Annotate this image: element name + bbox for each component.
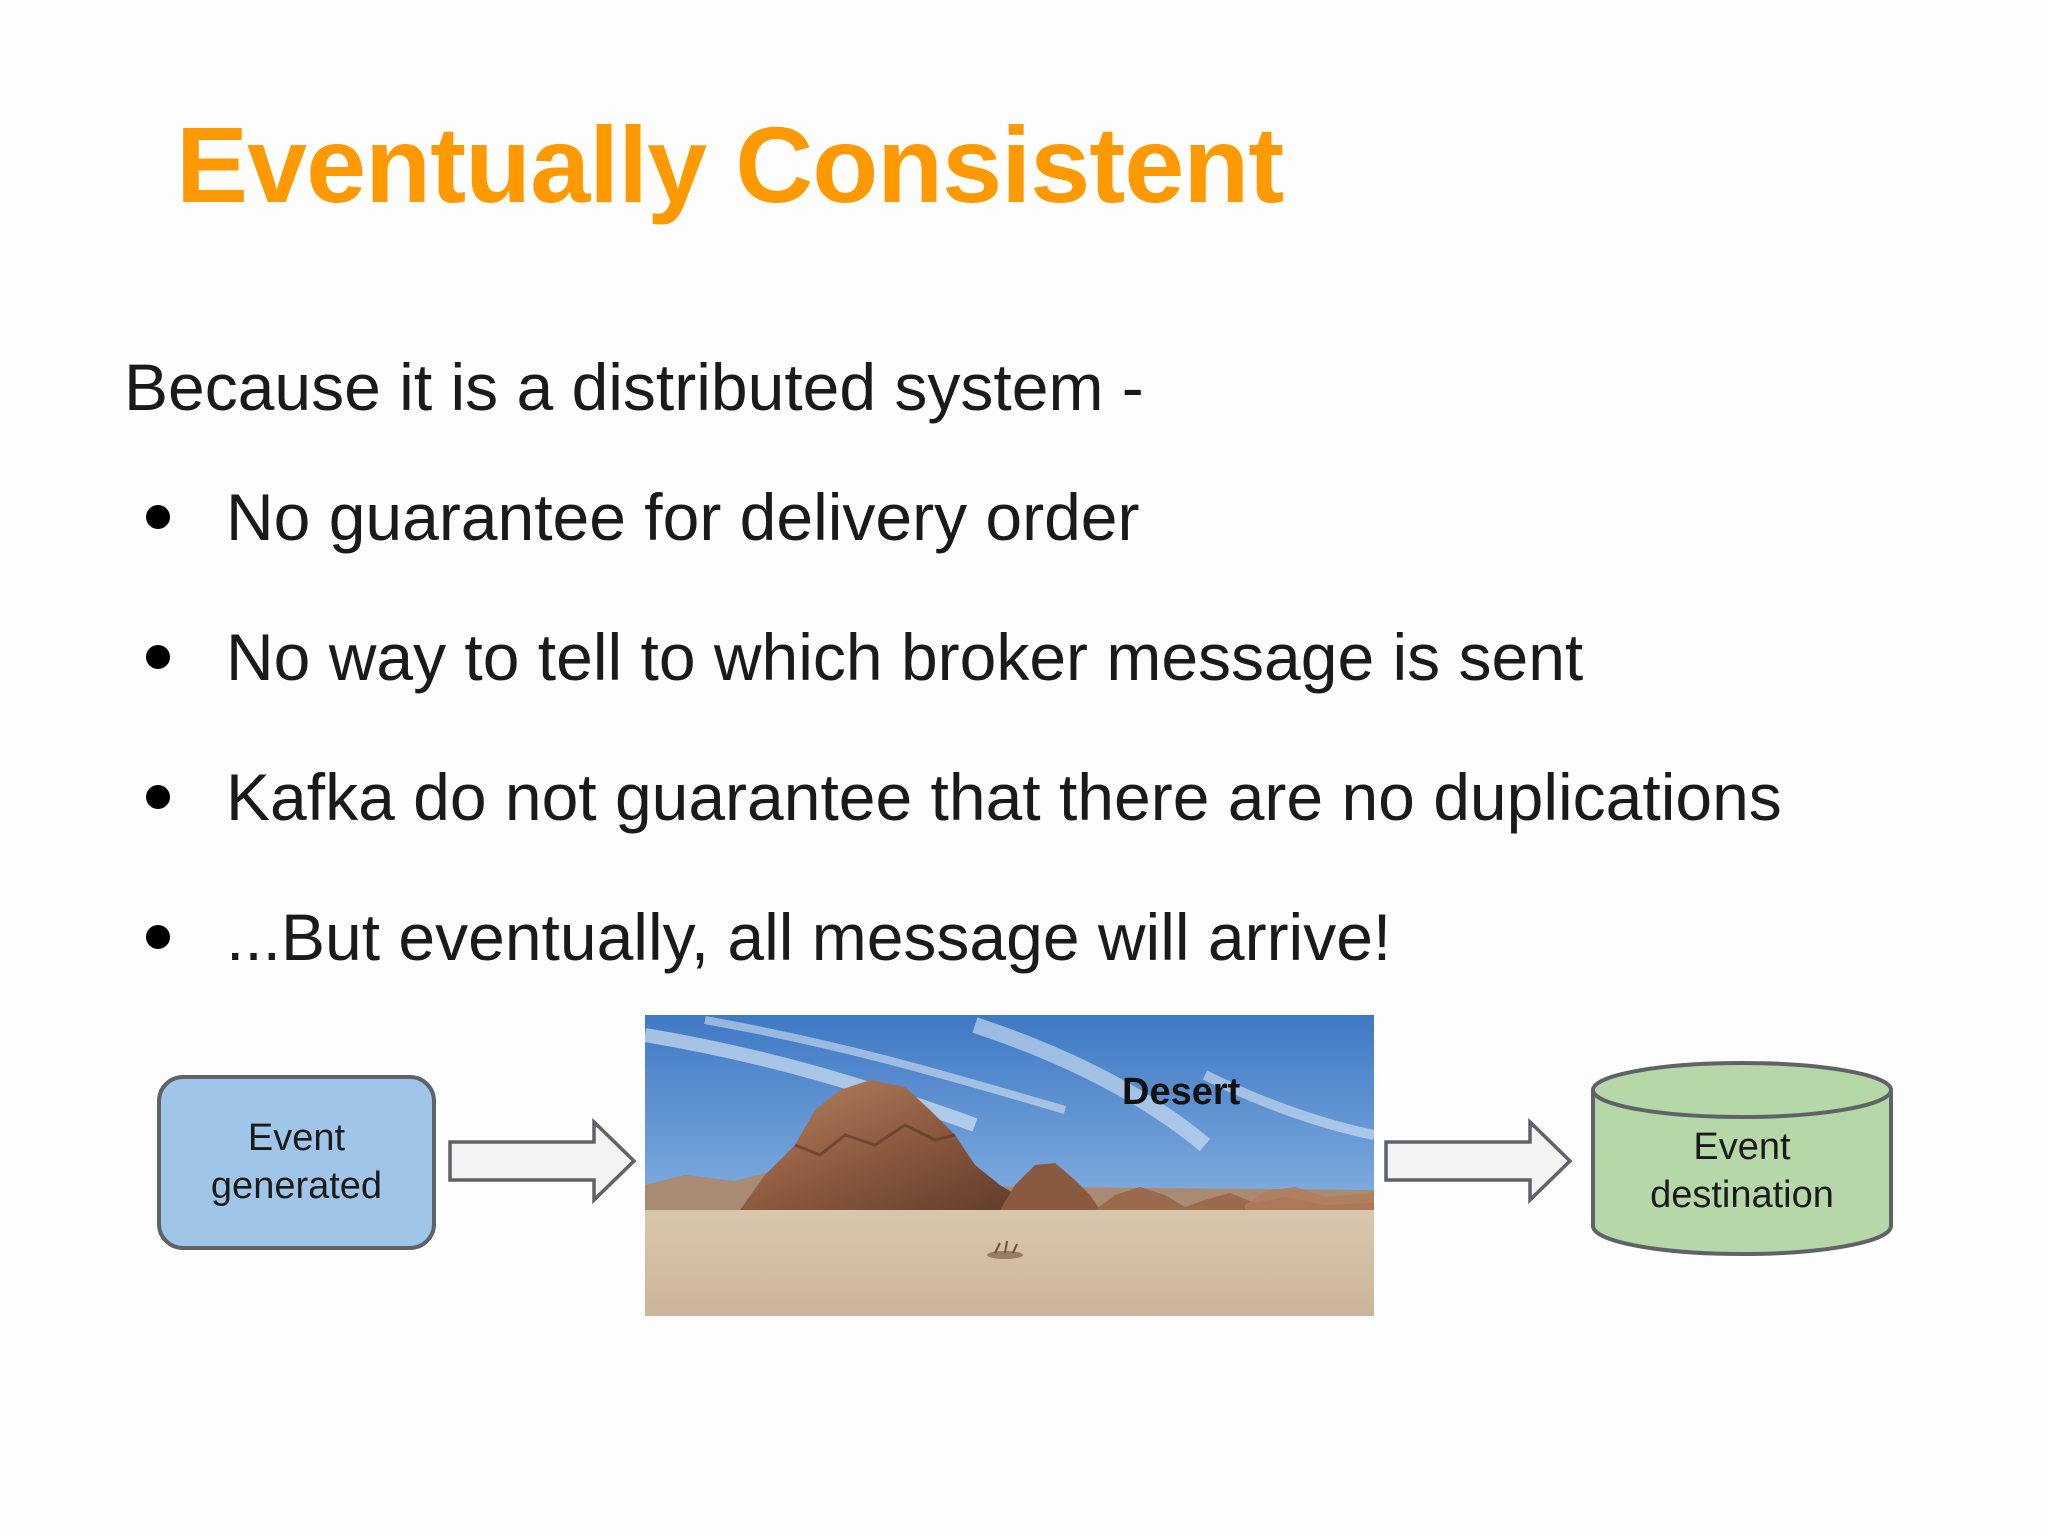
arrow-right-icon bbox=[448, 1118, 637, 1204]
desert-label: Desert bbox=[1122, 1071, 1241, 1113]
desert-illustration bbox=[645, 1015, 1374, 1316]
arrow-right-icon bbox=[1384, 1118, 1573, 1204]
event-generated-box: Event generated bbox=[157, 1075, 436, 1250]
bullet-text: Kafka do not guarantee that there are no… bbox=[226, 760, 1782, 834]
intro-text: Because it is a distributed system - bbox=[124, 350, 1144, 424]
event-destination-cylinder: Event destination bbox=[1590, 1060, 1894, 1256]
bullet-dot-icon bbox=[146, 505, 170, 529]
database-cylinder-icon bbox=[1591, 1061, 1893, 1256]
bullet-dot-icon bbox=[146, 645, 170, 669]
desert-photo: Desert bbox=[645, 1015, 1374, 1316]
bullet-text: No guarantee for delivery order bbox=[226, 480, 1140, 554]
bullet-dot-icon bbox=[146, 925, 170, 949]
bullet-dot-icon bbox=[146, 785, 170, 809]
slide-title: Eventually Consistent bbox=[176, 104, 1284, 225]
event-generated-label-line1: Event bbox=[247, 1117, 346, 1159]
event-generated-label-line2: generated bbox=[210, 1164, 383, 1207]
bullet-text: ...But eventually, all message will arri… bbox=[226, 900, 1392, 974]
bullet-text: No way to tell to which broker message i… bbox=[226, 620, 1584, 694]
event-destination-label-line1: Event bbox=[1693, 1126, 1791, 1168]
event-destination-label-line2: destination bbox=[1650, 1173, 1834, 1216]
